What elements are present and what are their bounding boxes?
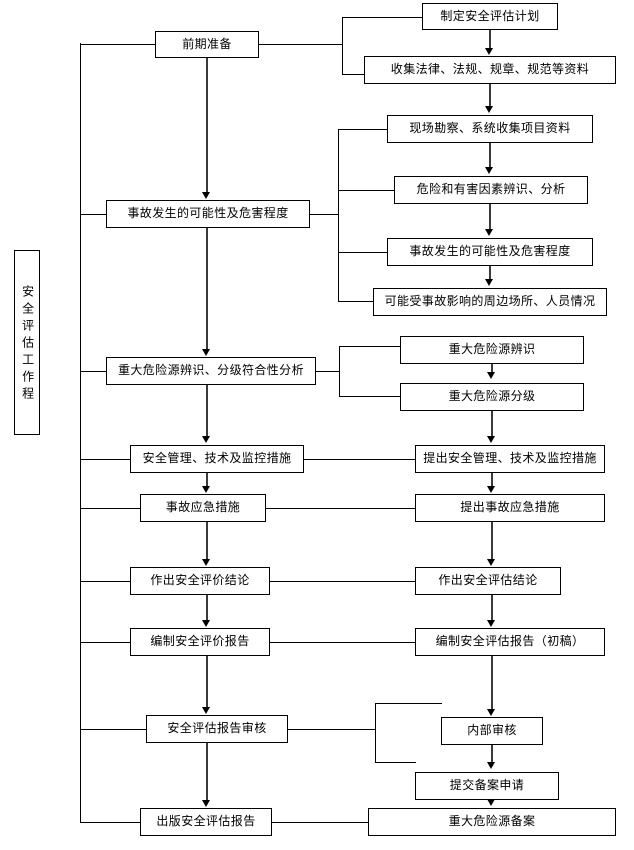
node-propose-emerg[interactable]: 提出事故应急措施 (415, 494, 605, 522)
edge-spine2-to-accident-level (338, 252, 388, 254)
rail-stub-likelihood (80, 214, 106, 216)
flow-hazard-analysis-to-accident-level (489, 204, 491, 229)
arrowhead-major-hazard (202, 349, 210, 356)
node-review[interactable]: 安全评估报告审核 (146, 715, 288, 743)
flow-major-hazard-to-measures (206, 385, 208, 436)
node-emergency[interactable]: 事故应急措施 (140, 494, 266, 522)
edge-conclusion-to-assess-concl (270, 581, 415, 583)
node-draft-report[interactable]: 编制安全评估报告（初稿） (415, 628, 605, 656)
arrowhead-hazard-grade (487, 372, 495, 379)
edge-review-to-spine4 (288, 729, 376, 731)
flow-plan-to-collect-laws (489, 30, 491, 49)
spine-group3 (339, 346, 341, 397)
arrowhead-submit-filing (487, 762, 495, 769)
edge-emergency-to-propose-emerg (266, 508, 415, 510)
arrowhead-hazard-analysis (485, 167, 493, 174)
node-accident-level[interactable]: 事故发生的可能性及危害程度 (387, 238, 593, 266)
edge-spine3-to-hazard-id (339, 346, 401, 348)
node-submit-filing[interactable]: 提交备案申请 (415, 772, 559, 800)
title-box-assessment-process: 安全评估工作程 (14, 250, 40, 435)
rail-stub-review (80, 729, 146, 731)
flow-review-to-publish (206, 743, 208, 800)
edge-measures-to-propose-measures (304, 459, 415, 461)
node-measures[interactable]: 安全管理、技术及监控措施 (130, 445, 304, 473)
node-publish[interactable]: 出版安全评估报告 (140, 808, 272, 836)
edge-spine1-to-collect-laws (342, 74, 365, 76)
node-plan[interactable]: 制定安全评估计划 (422, 3, 558, 30)
arrowhead-draft-report (487, 620, 495, 627)
flow-measures-to-emergency (206, 473, 208, 487)
node-hazard-analysis[interactable]: 危险和有害因素辨识、分析 (394, 176, 588, 204)
flow-report-to-review (206, 656, 208, 707)
flow-hazard-grade-to-propose-measures (491, 411, 493, 436)
node-hazard-id[interactable]: 重大危险源辨识 (400, 336, 584, 364)
arrowhead-conclusion (202, 559, 210, 566)
arrowhead-propose-emerg (487, 486, 495, 493)
node-prep[interactable]: 前期准备 (155, 31, 259, 58)
arrowhead-internal-review (487, 709, 495, 716)
rail-stub-conclusion (80, 581, 130, 583)
edge-report-to-draft-report (270, 642, 415, 644)
flow-likelihood-to-major-hazard (206, 228, 208, 349)
arrowhead-surroundings (485, 279, 493, 286)
arrowhead-accident-level (485, 229, 493, 236)
flow-hazard-id-to-hazard-grade (491, 364, 493, 373)
node-report[interactable]: 编制安全评价报告 (130, 628, 270, 656)
edge-major-hazard-to-spine3 (316, 371, 340, 373)
arrowhead-publish (202, 800, 210, 807)
node-major-hazard[interactable]: 重大危险源辨识、分级符合性分析 (106, 357, 316, 385)
spine-group2 (338, 129, 340, 302)
node-internal-review[interactable]: 内部审核 (441, 717, 543, 745)
flow-propose-emerg-to-assess-concl (491, 522, 493, 559)
rail-stub-emergency (80, 508, 140, 510)
arrowhead-report (202, 620, 210, 627)
edge-spine1-to-plan (342, 17, 422, 19)
rail-stub-major-hazard (80, 371, 106, 373)
edge-spine4-to-internal-review (375, 703, 442, 705)
spine-group4 (375, 703, 377, 763)
node-site-survey[interactable]: 现场勘察、系统收集项目资料 (387, 115, 593, 143)
arrowhead-measures (202, 436, 210, 443)
flow-emergency-to-conclusion (206, 522, 208, 559)
rail-stub-report (80, 642, 130, 644)
rail-stub-prep (80, 44, 155, 46)
node-propose-measures[interactable]: 提出安全管理、技术及监控措施 (415, 445, 605, 473)
flow-draft-report-to-internal-review (491, 656, 493, 709)
node-assess-concl[interactable]: 作出安全评估结论 (415, 567, 561, 595)
node-hazard-filing[interactable]: 重大危险源备案 (368, 808, 616, 836)
flow-prep-to-likelihood (206, 58, 208, 192)
arrowhead-site-survey (485, 106, 493, 113)
node-conclusion[interactable]: 作出安全评价结论 (130, 567, 270, 595)
edge-spine2-to-site-survey (338, 129, 388, 131)
edge-spine2-to-hazard-analysis (338, 190, 395, 192)
arrowhead-hazard-filing (487, 799, 495, 806)
arrowhead-likelihood (202, 192, 210, 199)
node-collect-laws[interactable]: 收集法律、法规、规章、规范等资料 (364, 56, 616, 84)
flow-accident-level-to-surroundings (489, 266, 491, 280)
node-surroundings[interactable]: 可能受事故影响的周边场所、人员情况 (373, 288, 607, 316)
edge-likelihood-to-spine2 (310, 214, 339, 216)
flow-assess-concl-to-draft-report (491, 595, 493, 620)
flow-propose-measures-to-propose-emerg (491, 473, 493, 487)
flow-site-survey-to-hazard-analysis (489, 143, 491, 167)
arrowhead-assess-concl (487, 559, 495, 566)
flow-conclusion-to-report (206, 595, 208, 620)
edge-spine2-to-surroundings (338, 301, 374, 303)
edge-publish-to-hazard-filing (272, 822, 368, 824)
flow-internal-review-to-submit-filing (491, 745, 493, 762)
flow-collect-laws-to-site-survey (489, 84, 491, 106)
edge-prep-to-spine1 (259, 44, 343, 46)
arrowhead-collect-laws (485, 48, 493, 55)
spine-group1 (342, 17, 344, 75)
edge-spine4-to-submit-filing (375, 762, 416, 764)
node-hazard-grade[interactable]: 重大危险源分级 (400, 383, 584, 411)
arrowhead-emergency (202, 486, 210, 493)
main-rail-vertical (80, 43, 82, 823)
rail-stub-measures (80, 459, 130, 461)
arrowhead-propose-measures (487, 436, 495, 443)
arrowhead-review (202, 707, 210, 714)
edge-spine3-to-hazard-grade (339, 396, 401, 398)
rail-stub-publish (80, 822, 140, 824)
node-likelihood[interactable]: 事故发生的可能性及危害程度 (106, 200, 310, 228)
